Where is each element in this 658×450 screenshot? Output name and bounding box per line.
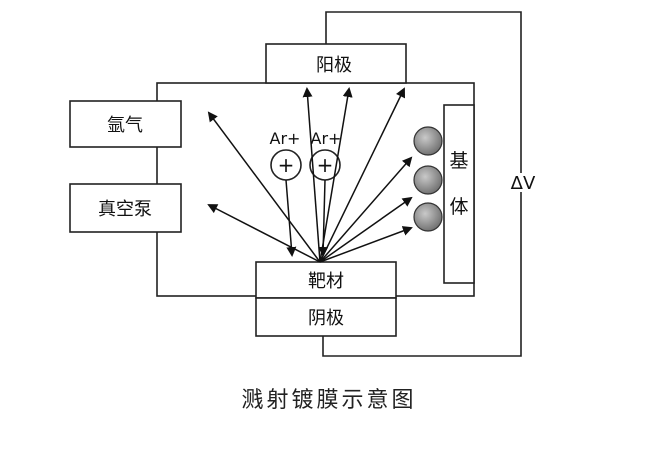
anode-label: 阳极	[316, 55, 352, 76]
sputter-arrow	[319, 87, 406, 263]
sputter-arrow	[319, 87, 353, 263]
sputtering-diagram: 阳极 氩气 真空泵 Ar+ Ar+ + + 基 体 靶材 阴极 ΔV	[69, 11, 536, 357]
substrate-grain-3	[413, 202, 443, 232]
ion-label-2: Ar+	[311, 129, 342, 148]
substrate-label-bottom: 体	[449, 196, 468, 218]
target-box	[255, 261, 397, 299]
substrate-box	[443, 104, 475, 284]
sputter-arrow	[207, 204, 321, 263]
argon-gas-box	[69, 100, 182, 148]
sputter-arrow	[319, 156, 413, 263]
ion-arrow-2	[318, 179, 329, 257]
anode-box	[265, 43, 407, 84]
sputter-arrow	[207, 111, 321, 263]
sputter-arrow	[319, 196, 413, 263]
power-supply-wire	[322, 11, 522, 357]
ion-symbol-1: +	[278, 153, 295, 177]
cathode-label: 阴极	[308, 308, 344, 329]
sputter-arrow	[302, 87, 321, 263]
vacuum-pump-box	[69, 183, 182, 233]
sputter-arrow	[319, 226, 413, 263]
ion-symbol-2: +	[317, 153, 334, 177]
target-label: 靶材	[308, 271, 344, 292]
ion-arrow-1	[285, 179, 297, 257]
cathode-box	[255, 297, 397, 337]
substrate-grain-1	[413, 126, 443, 156]
substrate-grain-2	[413, 165, 443, 195]
ion-label-1: Ar+	[270, 129, 301, 148]
vacuum-pump-label: 真空泵	[98, 199, 152, 220]
voltage-label: ΔV	[511, 173, 536, 194]
diagram-caption: 溅射镀膜示意图	[241, 388, 417, 413]
substrate-label-top: 基	[449, 150, 468, 172]
argon-label: 氩气	[107, 115, 143, 136]
